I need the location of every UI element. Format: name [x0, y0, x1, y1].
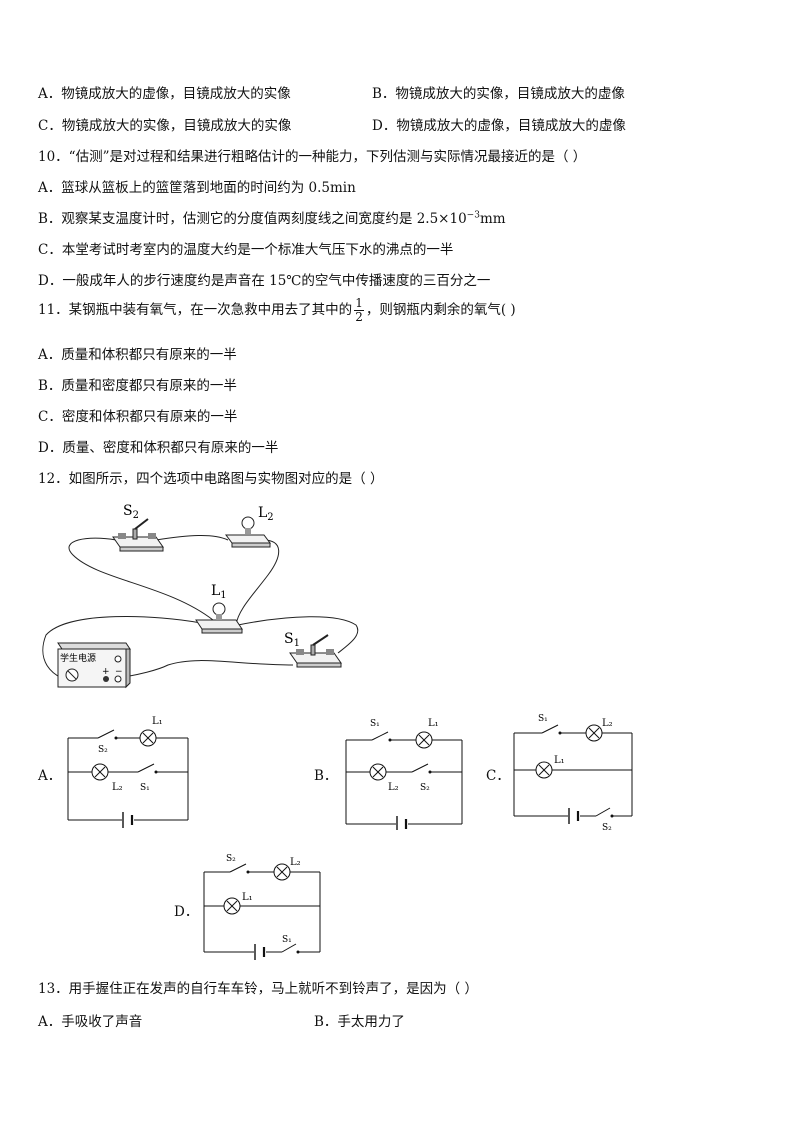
q11-option-a: A．质量和体积都只有原来的一半: [38, 347, 237, 363]
option-b-l2-label: L₂: [388, 782, 399, 793]
q10-option-b: B．观察某支温度计时，估测它的分度值两刻度线之间宽度约是 2.5×10−3mm: [38, 207, 506, 228]
option-a-l1-label: L₁: [152, 716, 163, 727]
option-d-s1-label: S₁: [282, 935, 292, 945]
q13-stem: 13．用手握住正在发声的自行车车铃，马上就听不到铃声了，是因为（ ）: [38, 981, 478, 997]
option-c-s2-label: S₂: [602, 823, 612, 833]
circuit-option-d: S₂ L₂ L₁ S₁: [203, 854, 321, 960]
switch-s2-physical: S2: [112, 503, 164, 552]
power-supply-physical: 学生电源 + −: [57, 642, 131, 689]
q9-option-b: B．物镜成放大的实像，目镜成放大的虚像: [372, 86, 625, 102]
fraction-denominator: 2: [355, 310, 363, 324]
power-supply-label: 学生电源: [60, 652, 96, 664]
q10-option-a: A．篮球从篮板上的篮筐落到地面的时间约为 0.5min: [38, 180, 356, 196]
circuit-option-c: S₁ L₂ L₁ S₂: [513, 714, 633, 833]
q10-stem: 10．“估测”是对过程和结果进行粗略估计的一种能力，下列估测与实际情况最接近的是…: [38, 149, 587, 165]
svg-text:−: −: [115, 667, 123, 677]
q11-stem-tail: ，则钢瓶内剩余的氧气( ): [365, 302, 516, 318]
q10-option-b-exponent: −3: [466, 210, 480, 221]
circuit-option-b: S₁ L₁ L₂ S₂: [345, 718, 463, 830]
q11-option-b: B．质量和密度都只有原来的一半: [38, 378, 237, 394]
option-a-l2-label: L₂: [112, 782, 123, 793]
switch-s1-physical: S1: [284, 631, 342, 668]
option-d-l1-label: L₁: [242, 892, 253, 903]
option-c-l2-label: L₂: [602, 718, 613, 729]
q12-stem: 12．如图所示，四个选项中电路图与实物图对应的是（ ）: [38, 471, 384, 487]
q12-option-c-label: C．: [486, 768, 510, 784]
option-a-s2-label: S₂: [98, 745, 108, 755]
lamp-l1-physical: L1: [195, 583, 243, 634]
q13-option-a: A．手吸收了声音: [38, 1014, 143, 1030]
label-s2: S2: [123, 503, 139, 521]
fraction-numerator: 1: [354, 296, 364, 311]
option-d-l2-label: L₂: [290, 857, 301, 868]
q10-option-b-unit: mm: [479, 211, 506, 227]
q11-stem-text: 11．某钢瓶中装有氧气，在一次急救中用去了其中的: [38, 302, 353, 318]
option-d-s2-label: S₂: [226, 854, 236, 864]
circuit-option-a: L₁ S₂ L₂ S₁: [67, 716, 189, 828]
option-c-l1-label: L₁: [554, 755, 565, 766]
q9-option-d: D．物镜成放大的虚像，目镜成放大的虚像: [372, 118, 626, 134]
option-b-s1-label: S₁: [370, 719, 380, 729]
svg-text:+: +: [102, 667, 110, 677]
q11-option-d: D．质量、密度和体积都只有原来的一半: [38, 440, 279, 456]
option-b-l1-label: L₁: [428, 718, 439, 729]
option-b-s2-label: S₂: [420, 783, 430, 793]
label-l1: L1: [211, 583, 227, 601]
q11-option-c: C．密度和体积都只有原来的一半: [38, 409, 238, 425]
option-c-s1-label: S₁: [538, 714, 548, 724]
q10-option-c: C．本堂考试时考室内的温度大约是一个标准大气压下水的沸点的一半: [38, 242, 454, 258]
physical-circuit-figure: S2 L2 L1 S1 学生电源 + −: [42, 503, 359, 689]
q12-option-d-label: D．: [174, 904, 199, 920]
label-l2: L2: [258, 505, 274, 523]
option-a-s1-label: S₁: [140, 783, 150, 793]
q9-option-a: A．物镜成放大的虚像，目镜成放大的实像: [38, 86, 291, 102]
lamp-l2-physical: L2: [225, 505, 274, 548]
q9-option-c: C．物镜成放大的实像，目镜成放大的实像: [38, 118, 292, 134]
q12-option-a-label: A．: [38, 768, 62, 784]
q10-option-d: D．一般成年人的步行速度约是声音在 15℃的空气中传播速度的三百分之一: [38, 273, 491, 289]
q12-option-b-label: B．: [314, 768, 338, 784]
label-s1: S1: [284, 631, 300, 649]
q10-option-b-text: B．观察某支温度计时，估测它的分度值两刻度线之间宽度约是 2.5×10: [38, 211, 467, 227]
q13-option-b: B．手太用力了: [314, 1014, 405, 1030]
